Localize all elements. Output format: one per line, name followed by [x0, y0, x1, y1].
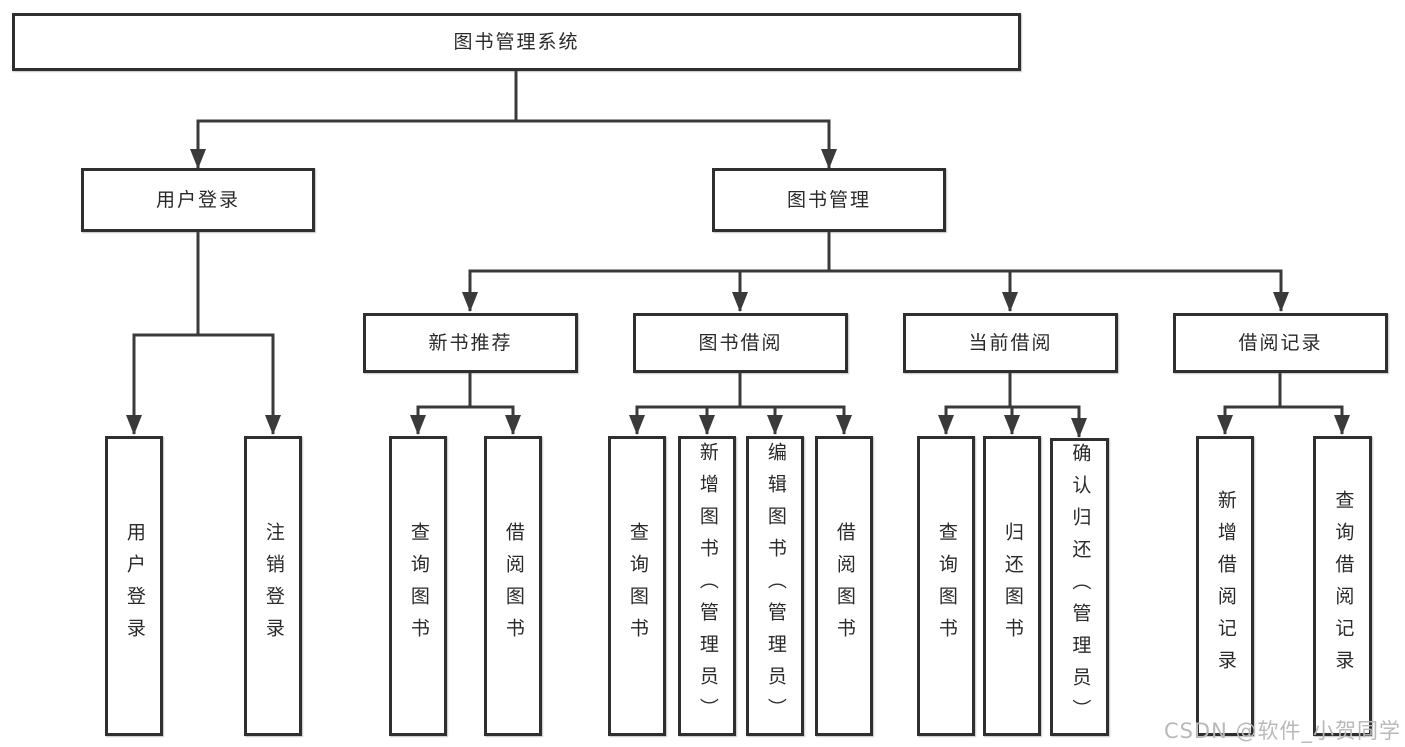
leaf-label: 编辑图书（管理员）	[764, 442, 787, 730]
node-borrow-records: 借阅记录	[1173, 313, 1388, 373]
leaf-edit-book-admin: 编辑图书（管理员）	[746, 436, 804, 736]
leaf-borrow-books-recommend: 借阅图书	[484, 436, 542, 736]
leaf-query-borrow-record: 查询借阅记录	[1313, 436, 1372, 736]
leaf-label: 确认归还（管理员）	[1069, 443, 1092, 731]
leaf-label: 查询借阅记录	[1332, 490, 1355, 682]
leaf-label: 查询图书	[407, 522, 430, 650]
node-new-book-recommend: 新书推荐	[363, 313, 578, 373]
node-label: 图书管理	[786, 188, 871, 211]
leaf-query-books-recommend: 查询图书	[389, 436, 447, 736]
leaf-user-login: 用户登录	[105, 436, 163, 736]
leaf-query-books-current: 查询图书	[917, 436, 975, 736]
node-current-borrow: 当前借阅	[903, 313, 1118, 373]
leaf-label: 查询图书	[626, 522, 649, 650]
leaf-label: 注销登录	[262, 522, 285, 650]
node-label: 当前借阅	[968, 331, 1053, 354]
node-label: 用户登录	[155, 188, 240, 211]
leaf-label: 查询图书	[935, 522, 958, 650]
leaf-label: 归还图书	[1001, 522, 1024, 650]
leaf-add-borrow-record: 新增借阅记录	[1196, 436, 1254, 736]
leaf-label: 借阅图书	[833, 522, 856, 650]
node-label: 借阅记录	[1238, 331, 1323, 354]
leaf-confirm-return-admin: 确认归还（管理员）	[1050, 438, 1109, 736]
node-label: 图书借阅	[698, 331, 783, 354]
leaf-logout: 注销登录	[244, 436, 302, 736]
node-label: 新书推荐	[428, 331, 513, 354]
node-system-root: 图书管理系统	[12, 13, 1021, 71]
leaf-label: 新增图书（管理员）	[696, 442, 719, 730]
node-book-borrow: 图书借阅	[633, 313, 848, 373]
leaf-label: 新增借阅记录	[1214, 490, 1237, 682]
leaf-label: 用户登录	[123, 522, 146, 650]
leaf-label: 借阅图书	[502, 522, 525, 650]
node-label: 图书管理系统	[453, 30, 580, 53]
node-user-login: 用户登录	[81, 168, 315, 232]
leaf-add-book-admin: 新增图书（管理员）	[678, 436, 736, 736]
leaf-return-book: 归还图书	[983, 436, 1041, 736]
leaf-borrow-books: 借阅图书	[815, 436, 873, 736]
node-book-management: 图书管理	[712, 168, 946, 232]
leaf-query-books-borrow: 查询图书	[608, 436, 666, 736]
csdn-watermark: CSDN @软件_小贺同学	[1163, 719, 1401, 743]
